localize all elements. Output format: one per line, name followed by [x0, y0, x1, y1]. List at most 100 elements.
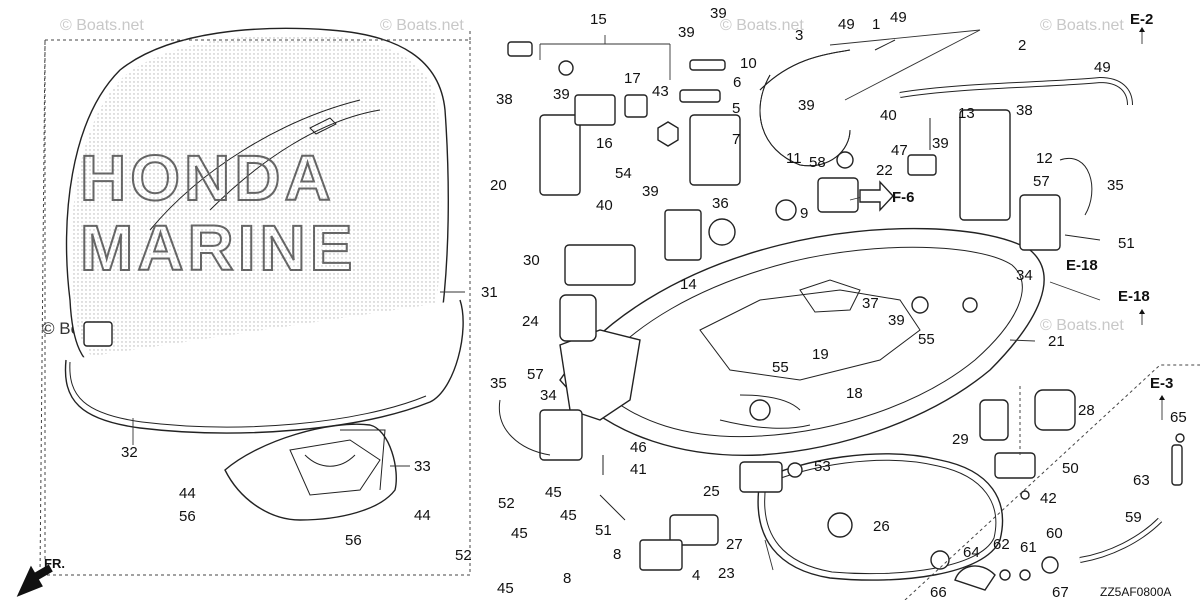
callout-39-b: 39 — [710, 5, 727, 22]
callout-45-d: 45 — [497, 580, 514, 597]
callout-61: 61 — [1020, 539, 1037, 556]
callout-53: 53 — [814, 458, 831, 475]
callout-9: 9 — [800, 205, 808, 222]
callout-19: 19 — [812, 346, 829, 363]
callout-56: 56 — [179, 508, 196, 525]
callout-60: 60 — [1046, 525, 1063, 542]
callout-44b: 44 — [414, 507, 431, 524]
callout-26: 26 — [873, 518, 890, 535]
callout-35b: 35 — [490, 375, 507, 392]
watermark-text: © Boats.net — [720, 17, 804, 34]
callout-62: 62 — [993, 536, 1010, 553]
callout-4: 4 — [692, 567, 700, 584]
ref-e18a-label: E-18 — [1066, 257, 1098, 274]
callout-39-a: 39 — [678, 24, 695, 41]
callout-35: 35 — [1107, 177, 1124, 194]
callout-66: 66 — [930, 584, 947, 600]
callout-12: 12 — [1036, 150, 1053, 167]
callout-52: 52 — [498, 495, 515, 512]
watermark-text: © Boats.net — [1040, 317, 1124, 334]
callout-40: 40 — [880, 107, 897, 124]
callout-49-c: 49 — [1094, 59, 1111, 76]
callout-45-a: 45 — [545, 484, 562, 501]
bolts — [599, 39, 1101, 521]
leader-lines — [132, 29, 1036, 571]
callout-47: 47 — [891, 142, 908, 159]
callout-11: 11 — [786, 150, 802, 167]
callout-46: 46 — [630, 439, 647, 456]
lower-case-part — [559, 227, 1045, 457]
honda-logo-text: HONDA — [80, 142, 335, 214]
callout-45-b: 45 — [560, 507, 577, 524]
callout-25: 25 — [703, 483, 720, 500]
watermark-text: © Boats.net — [380, 17, 464, 34]
callout-32: 32 — [121, 444, 138, 461]
ref-e2-label: E-2 — [1130, 11, 1153, 28]
callout-36: 36 — [712, 195, 729, 212]
callout-58: 58 — [809, 154, 826, 171]
callout-33: 33 — [414, 458, 431, 475]
callout-42: 42 — [1040, 490, 1057, 507]
callouts: 1 2 3 4 5 6 7 8 8 9 10 11 12 13 14 15 16… — [121, 5, 1187, 600]
callout-14: 14 — [680, 276, 697, 293]
callout-45-c: 45 — [511, 525, 528, 542]
callout-13: 13 — [958, 105, 975, 122]
callout-29: 29 — [952, 431, 969, 448]
bracket-part — [224, 423, 397, 521]
callout-8b: 8 — [563, 570, 571, 587]
callout-49-a: 49 — [838, 16, 855, 33]
ref-e3-label: E-3 — [1150, 375, 1173, 392]
callout-21: 21 — [1048, 333, 1065, 350]
callout-44: 44 — [179, 485, 196, 502]
callout-10: 10 — [740, 55, 757, 72]
callout-28: 28 — [1078, 402, 1095, 419]
engine-cover-part: HONDA MARINE — [64, 27, 464, 434]
callout-41: 41 — [630, 461, 647, 478]
references: E-2 F-6 E-18 E-18 E-3 — [859, 11, 1173, 420]
figure-code: ZZ5AF0800A — [1100, 585, 1171, 599]
callout-40b: 40 — [596, 197, 613, 214]
callout-39-f: 39 — [932, 135, 949, 152]
callout-37: 37 — [862, 295, 879, 312]
callout-3: 3 — [795, 27, 803, 44]
callout-2: 2 — [1018, 37, 1026, 54]
callout-1: 1 — [872, 16, 880, 33]
callout-39-g: 39 — [888, 312, 905, 329]
callout-54: 54 — [615, 165, 632, 182]
callout-55b: 55 — [918, 331, 935, 348]
watermark-text: © Boats.net — [1040, 17, 1124, 34]
callout-39-c: 39 — [553, 86, 570, 103]
callout-43: 43 — [652, 83, 669, 100]
callout-51b: 51 — [595, 522, 612, 539]
callout-51: 51 — [1118, 235, 1135, 252]
callout-7: 7 — [732, 131, 740, 148]
callout-16: 16 — [596, 135, 613, 152]
callout-30: 30 — [523, 252, 540, 269]
front-direction-arrow: FR. — [16, 556, 65, 597]
callout-64: 64 — [963, 544, 980, 561]
callout-57b: 57 — [527, 366, 544, 383]
callout-39-e: 39 — [642, 183, 659, 200]
callout-65: 65 — [1170, 409, 1187, 426]
callout-6: 6 — [733, 74, 741, 91]
callout-34b: 34 — [540, 387, 557, 404]
callout-8: 8 — [613, 546, 621, 563]
callout-38: 38 — [496, 91, 513, 108]
callout-56b: 56 — [345, 532, 362, 549]
callout-55: 55 — [772, 359, 789, 376]
callout-24: 24 — [522, 313, 539, 330]
callout-57: 57 — [1033, 173, 1050, 190]
callout-49-b: 49 — [890, 9, 907, 26]
callout-50: 50 — [1062, 460, 1079, 477]
callout-67: 67 — [1052, 584, 1069, 600]
callout-18: 18 — [846, 385, 863, 402]
ref-f6-label: F-6 — [892, 189, 915, 206]
callout-22: 22 — [876, 162, 893, 179]
small-parts — [498, 41, 1185, 591]
callout-23: 23 — [718, 565, 735, 582]
callout-27: 27 — [726, 536, 743, 553]
callout-59: 59 — [1125, 509, 1142, 526]
callout-20: 20 — [490, 177, 507, 194]
direction-label: FR. — [44, 556, 65, 571]
